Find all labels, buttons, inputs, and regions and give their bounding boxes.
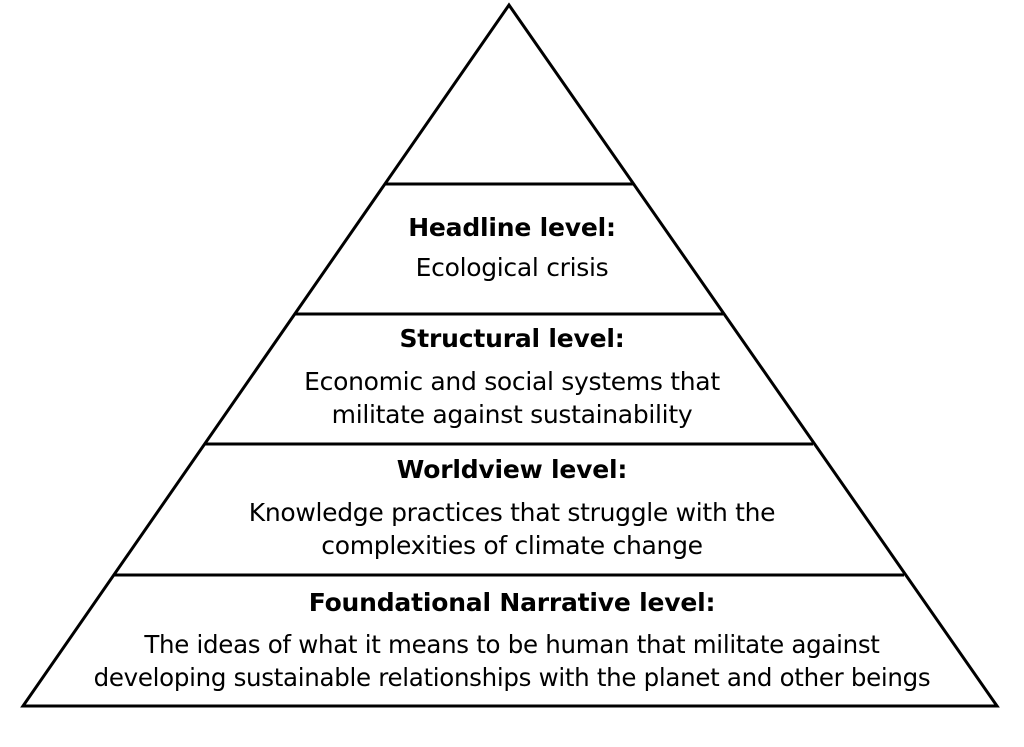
tier-heading: Headline level: — [408, 213, 616, 242]
tier-description-line: developing sustainable relationships wit… — [93, 663, 931, 692]
tier-description: Ecological crisis — [0, 251, 1024, 284]
tier-description: Knowledge practices that struggle with t… — [0, 496, 1024, 562]
tier-description-line: complexities of climate change — [321, 531, 703, 560]
tier-description: Economic and social systems that militat… — [0, 365, 1024, 431]
tier-headline: Headline level: Ecological crisis — [0, 212, 1024, 284]
tier-foundational: Foundational Narrative level: The ideas … — [0, 587, 1024, 694]
pyramid-outline — [20, 2, 1000, 708]
tier-description-line: militate against sustainability — [331, 400, 693, 429]
tier-worldview: Worldview level: Knowledge practices tha… — [0, 454, 1024, 562]
tier-structural: Structural level: Economic and social sy… — [0, 323, 1024, 431]
tier-description-line: Knowledge practices that struggle with t… — [248, 498, 776, 527]
tier-description-line: The ideas of what it means to be human t… — [144, 630, 880, 659]
tier-description: The ideas of what it means to be human t… — [0, 628, 1024, 694]
tier-description-line: Economic and social systems that — [304, 367, 720, 396]
tier-heading: Structural level: — [399, 324, 625, 353]
tier-heading: Worldview level: — [396, 455, 628, 484]
tier-heading: Foundational Narrative level: — [308, 588, 716, 617]
tier-description-line: Ecological crisis — [415, 253, 609, 282]
